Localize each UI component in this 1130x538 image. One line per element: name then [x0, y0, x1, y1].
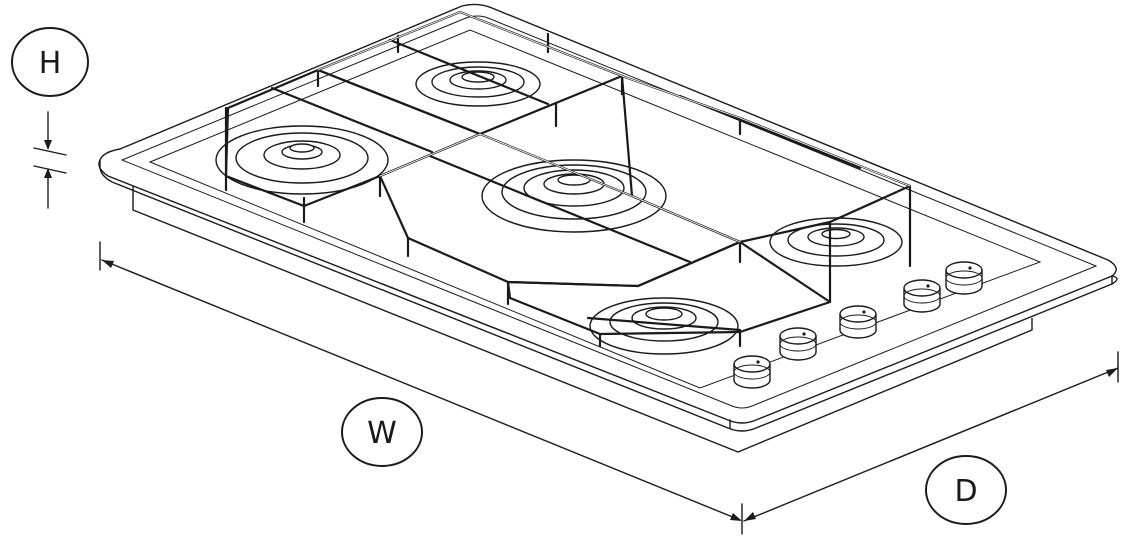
control-knob[interactable]: [733, 355, 771, 389]
dimension-depth: [743, 351, 1119, 522]
control-knob[interactable]: [779, 327, 817, 361]
height-label-text: H: [39, 46, 62, 81]
width-label-text: W: [367, 416, 397, 451]
width-label: W: [341, 397, 423, 467]
control-knob[interactable]: [903, 279, 941, 313]
dimension-height: [33, 111, 67, 209]
control-knobs: [733, 261, 983, 389]
burner-center-wok: [481, 159, 667, 233]
pan-support-grates: [224, 10, 912, 348]
height-label: H: [11, 27, 89, 97]
depth-label: D: [925, 455, 1007, 525]
dimension-width: [99, 241, 743, 535]
burner-rear: [415, 61, 541, 107]
depth-label-text: D: [954, 474, 977, 509]
burner-front: [589, 297, 739, 355]
control-knob[interactable]: [945, 261, 983, 295]
burner-right: [769, 217, 903, 267]
burner-left: [215, 125, 389, 195]
control-knob[interactable]: [839, 305, 877, 339]
